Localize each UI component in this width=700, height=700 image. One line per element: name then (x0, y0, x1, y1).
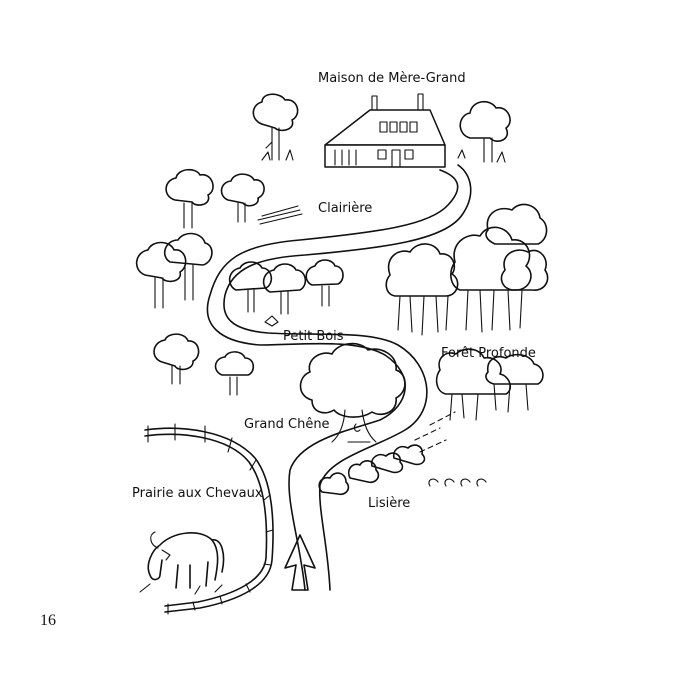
fence-icon (144, 423, 274, 615)
tree-group-clairiere (165, 168, 303, 229)
tree-group-west (135, 232, 213, 309)
horse-icon (139, 531, 225, 595)
label-petit-bois: Petit Bois (283, 329, 344, 344)
tree-group-lisiere (318, 444, 487, 496)
winding-path (206, 164, 472, 591)
label-lisiere: Lisière (368, 496, 410, 511)
tree-group-foret-profonde (385, 203, 549, 421)
label-maison: Maison de Mère-Grand (318, 71, 466, 86)
tree-group-southwest (153, 333, 255, 396)
tree-group-house-left (252, 93, 299, 161)
tree-group-house-right (457, 100, 511, 163)
house-icon (324, 93, 446, 168)
label-clairiere: Clairière (318, 201, 372, 216)
label-prairie: Prairie aux Chevaux (132, 486, 263, 501)
label-foret-profonde: Forêt Profonde (441, 346, 536, 361)
page-number: 16 (40, 612, 56, 629)
label-grand-chene: Grand Chêne (244, 417, 330, 432)
tree-group-petit-bois (228, 259, 344, 327)
north-arrow-icon (284, 534, 316, 591)
tree-grand-chene (299, 342, 406, 443)
